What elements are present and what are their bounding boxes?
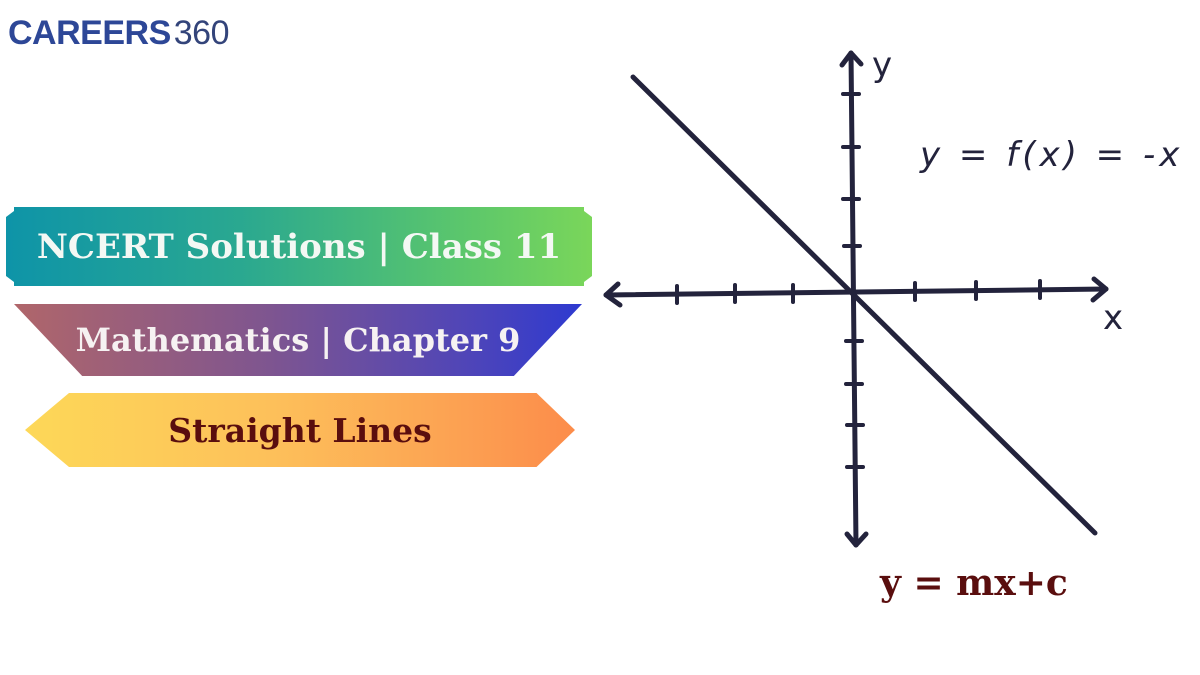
x-axis: [603, 286, 1109, 298]
banner-ncert-class: NCERT Solutions | Class 11: [6, 207, 592, 286]
banner-subject-chapter: Mathematics | Chapter 9: [14, 304, 582, 376]
banner-chapter-title: Straight Lines: [25, 393, 575, 467]
logo-text-light: 360: [173, 14, 230, 52]
banner-ncert-class-text: NCERT Solutions | Class 11: [36, 226, 562, 267]
x-axis-right-arrow-icon: [1090, 276, 1109, 303]
logo-text-bold: CAREERS: [8, 14, 171, 52]
general-line-equation: y = mx+c: [880, 562, 1068, 604]
y-axis-up-arrow-icon: [839, 50, 864, 68]
banner-subject-chapter-text: Mathematics | Chapter 9: [75, 321, 521, 359]
function-equation: y = f(x) = -x: [920, 135, 1184, 175]
careers360-logo: CAREERS 360: [8, 14, 229, 54]
y-axis-down-arrow-icon: [844, 531, 869, 548]
axis-ticks: [675, 92, 1042, 469]
x-axis-left-arrow-icon: [603, 281, 623, 308]
y-axis: [848, 50, 859, 548]
x-axis-label: x: [1103, 298, 1124, 338]
banner-chapter-title-text: Straight Lines: [168, 410, 432, 450]
y-axis-label: y: [872, 45, 893, 85]
function-line: [630, 74, 1098, 536]
